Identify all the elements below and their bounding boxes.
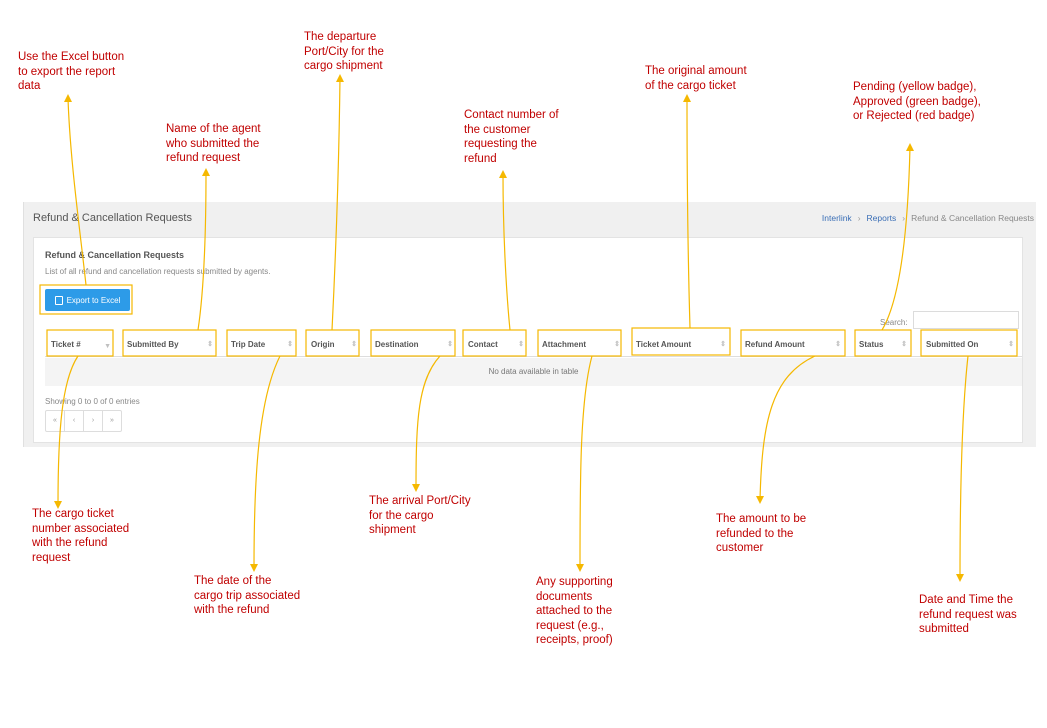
sort-icon: ▼ bbox=[104, 343, 111, 350]
export-button-label: Export to Excel bbox=[66, 295, 121, 305]
arrowhead-origin bbox=[336, 74, 344, 82]
column-header-submitted-on[interactable]: Submitted On⇕ bbox=[926, 334, 1016, 356]
breadcrumb: Interlink › Reports › Refund & Cancellation … bbox=[822, 213, 1034, 223]
sort-icon: ⇕ bbox=[351, 341, 357, 348]
arrowhead-submitted-on bbox=[956, 574, 964, 582]
annotation-excel: Use the Excel button to export the repor… bbox=[18, 51, 125, 92]
arrowhead-contact bbox=[499, 170, 507, 178]
table-info: Showing 0 to 0 of 0 entries bbox=[45, 397, 140, 406]
export-excel-button[interactable]: Export to Excel bbox=[45, 289, 130, 311]
sort-icon: ⇕ bbox=[207, 341, 213, 348]
sort-icon: ⇕ bbox=[1008, 341, 1014, 348]
table-header: Ticket #▼ Submitted By⇕ Trip Date⇕ Origi… bbox=[45, 334, 1022, 357]
arrowhead-trip-date bbox=[250, 564, 258, 572]
annotation-trip-date: The date of the cargo trip associated wi… bbox=[194, 575, 301, 616]
sort-icon: ⇕ bbox=[287, 341, 293, 348]
annotation-ticket-amount: The original amount of the cargo ticket bbox=[645, 65, 747, 92]
column-header-attachment[interactable]: Attachment⇕ bbox=[542, 334, 622, 356]
annotation-agent: Name of the agent who submitted the refu… bbox=[166, 123, 261, 164]
sort-icon: ⇕ bbox=[447, 341, 453, 348]
annotation-refund-amount: The amount to be refunded to the custome… bbox=[716, 513, 807, 554]
column-header-contact[interactable]: Contact⇕ bbox=[468, 334, 526, 356]
arrowhead-destination bbox=[412, 484, 420, 492]
sort-icon: ⇕ bbox=[835, 341, 841, 348]
breadcrumb-reports[interactable]: Reports bbox=[866, 213, 897, 223]
chevron-right-icon: › bbox=[902, 213, 906, 223]
arrowhead-attachment bbox=[576, 564, 584, 572]
card-title: Refund & Cancellation Requests bbox=[45, 250, 185, 260]
annotation-attachment: Any supporting documents attached to the… bbox=[536, 576, 613, 646]
next-page-button[interactable]: › bbox=[84, 411, 103, 431]
column-header-submitted-by[interactable]: Submitted By⇕ bbox=[127, 334, 215, 356]
sort-icon: ⇕ bbox=[720, 341, 726, 348]
prev-page-button[interactable]: ‹ bbox=[65, 411, 84, 431]
page-title: Refund & Cancellation Requests bbox=[33, 212, 192, 224]
column-header-ticket[interactable]: Ticket #▼ bbox=[51, 334, 113, 356]
first-page-button[interactable]: « bbox=[46, 411, 65, 431]
arrowhead-ticket-amount bbox=[683, 94, 691, 102]
sort-icon: ⇕ bbox=[901, 341, 907, 348]
column-header-ticket-amount[interactable]: Ticket Amount⇕ bbox=[636, 334, 728, 356]
search-input[interactable] bbox=[913, 311, 1019, 329]
column-header-trip-date[interactable]: Trip Date⇕ bbox=[231, 334, 295, 356]
page-header-panel: Refund & Cancellation Requests Interlink… bbox=[23, 202, 1036, 447]
column-header-status[interactable]: Status⇕ bbox=[859, 334, 909, 356]
annotation-ticket: The cargo ticket number associated with … bbox=[32, 508, 130, 564]
table-empty-row: No data available in table bbox=[45, 358, 1022, 386]
sort-icon: ⇕ bbox=[518, 341, 524, 348]
annotation-origin: The departure Port/City for the cargo sh… bbox=[304, 31, 384, 72]
breadcrumb-current: Refund & Cancellation Requests bbox=[911, 213, 1034, 223]
arrowhead-status bbox=[906, 143, 914, 151]
chevron-right-icon: › bbox=[857, 213, 861, 223]
file-excel-icon bbox=[54, 295, 63, 305]
arrowhead-agent bbox=[202, 168, 210, 176]
report-card: Refund & Cancellation Requests List of a… bbox=[33, 237, 1023, 443]
annotation-status: Pending (yellow badge), Approved (green … bbox=[853, 81, 981, 122]
column-header-origin[interactable]: Origin⇕ bbox=[311, 334, 359, 356]
annotation-destination: The arrival Port/City for the cargo ship… bbox=[369, 495, 471, 536]
annotation-contact: Contact number of the customer requestin… bbox=[464, 109, 559, 165]
arrowhead-excel bbox=[64, 94, 72, 102]
annotation-submitted-on: Date and Time the refund request was sub… bbox=[919, 594, 1017, 635]
arrowhead-refund-amount bbox=[756, 496, 764, 504]
column-header-destination[interactable]: Destination⇕ bbox=[375, 334, 455, 356]
sort-icon: ⇕ bbox=[614, 341, 620, 348]
pagination: « ‹ › » bbox=[45, 410, 122, 432]
breadcrumb-interlink[interactable]: Interlink bbox=[821, 213, 852, 223]
card-subtitle: List of all refund and cancellation requ… bbox=[45, 267, 271, 276]
column-header-refund-amount[interactable]: Refund Amount⇕ bbox=[745, 334, 843, 356]
last-page-button[interactable]: » bbox=[110, 417, 114, 424]
search-label: Search: bbox=[880, 318, 908, 327]
